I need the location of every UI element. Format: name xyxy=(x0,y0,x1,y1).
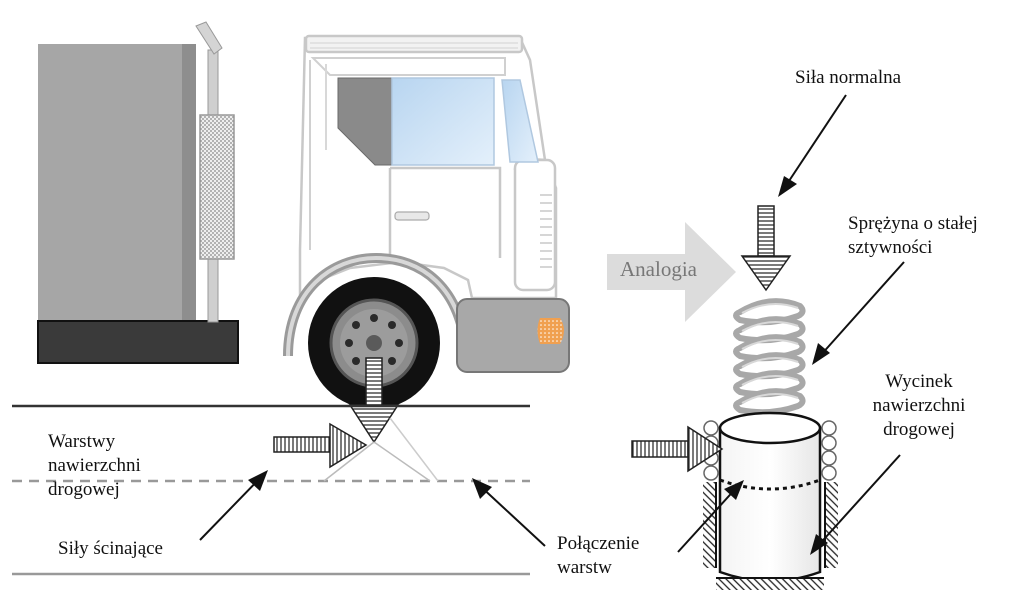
bond-label-line2: warstw xyxy=(557,557,612,578)
sample-label-line2: nawierzchni xyxy=(872,395,966,416)
left-wall xyxy=(703,482,715,568)
sample-label-line1: Wycinek xyxy=(885,371,953,392)
layers-label-line3: drogowej xyxy=(48,479,120,500)
door-handle xyxy=(394,211,430,221)
shear-forces-label: Siły ścinające xyxy=(58,538,163,559)
sample-pointer-arrow xyxy=(815,454,901,549)
truck-cab xyxy=(298,34,558,305)
base-support xyxy=(716,578,824,590)
normal-force-pointer xyxy=(784,94,847,188)
wheel-load-arrow xyxy=(348,357,400,444)
sample-label-line3: drogowej xyxy=(883,419,955,440)
layers-label-line1: Warstwy xyxy=(48,431,116,452)
bond-pointer-arrow xyxy=(477,483,546,547)
analogy-arrow xyxy=(607,222,736,322)
front-bumper xyxy=(456,298,570,373)
analogy-label: Analogia xyxy=(620,257,697,281)
layers-label: Warstwy nawierzchni drogowej xyxy=(48,430,141,502)
shear-pointer-arrow xyxy=(199,473,265,541)
bond-label-line1: Połączenie xyxy=(557,533,640,554)
right-wall xyxy=(826,482,838,568)
road-cross-section xyxy=(12,404,546,576)
truck xyxy=(37,21,570,444)
sample-cylinder xyxy=(718,426,822,583)
spring-label-line1: Sprężyna o stałej xyxy=(848,213,978,234)
spring-model xyxy=(631,94,905,590)
windshield xyxy=(391,77,495,166)
sample-shear-arrow xyxy=(631,425,724,473)
cargo-body xyxy=(38,44,196,322)
side-window xyxy=(337,77,393,166)
exhaust-stack xyxy=(195,21,235,323)
sample-layer-interface xyxy=(719,478,821,491)
sample-label: Wycinek nawierzchni drogowej xyxy=(864,370,974,442)
spring-label: Sprężyna o stałej sztywności xyxy=(848,212,978,260)
bond-label: Połączenie warstw xyxy=(557,532,639,580)
normal-force-label: Siła normalna xyxy=(795,67,902,88)
layers-label-line2: nawierzchni xyxy=(48,455,141,476)
shear-force-arrow xyxy=(273,422,368,469)
spring-label-line2: sztywności xyxy=(848,237,933,258)
spring-coil xyxy=(733,298,806,416)
truck-chassis xyxy=(37,320,239,364)
normal-force-arrow xyxy=(740,205,792,292)
bond-sample-pointer-arrow xyxy=(677,485,739,553)
spring-pointer-arrow xyxy=(819,261,905,357)
